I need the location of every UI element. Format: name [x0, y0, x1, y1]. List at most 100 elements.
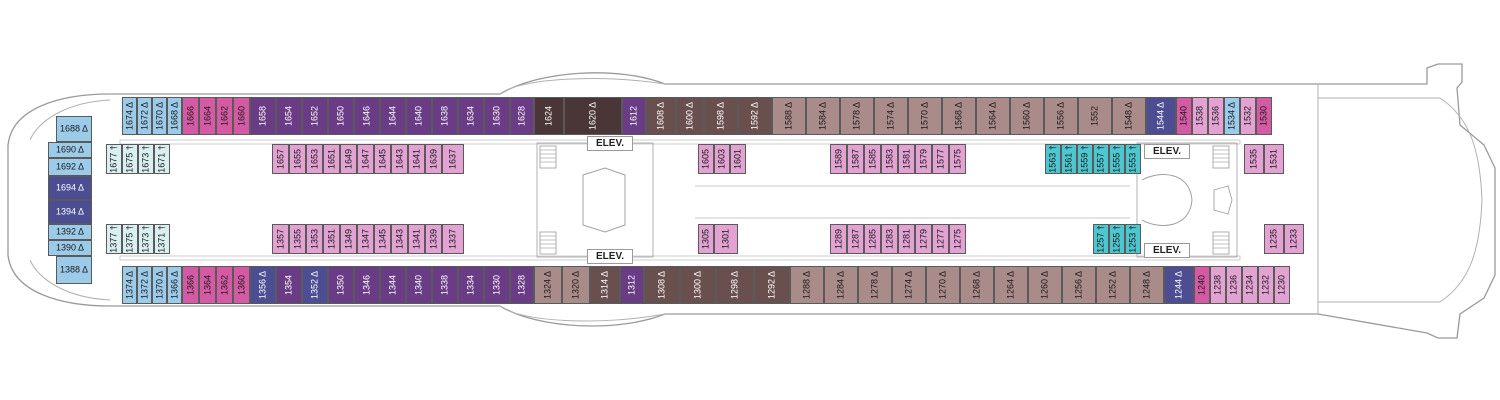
cabin[interactable]: 1305	[698, 224, 714, 254]
cabin[interactable]: 1394 Δ	[48, 200, 92, 224]
cabin[interactable]: 1639	[425, 144, 442, 174]
cabin[interactable]: 1677 †	[106, 144, 122, 174]
cabin[interactable]: 1279	[915, 224, 932, 254]
cabin[interactable]: 1534 Δ	[1224, 97, 1240, 135]
cabin[interactable]: 1674 Δ	[122, 97, 137, 135]
cabin[interactable]: 1666	[182, 97, 199, 135]
cabin[interactable]: 1605	[698, 144, 714, 174]
cabin[interactable]: 1235	[1264, 224, 1284, 254]
cabin[interactable]: 1640	[406, 97, 432, 135]
cabin[interactable]: 1637	[442, 144, 464, 174]
cabin[interactable]: 1670 Δ	[152, 97, 167, 135]
cabin[interactable]: 1649	[340, 144, 357, 174]
cabin[interactable]: 1292 Δ	[754, 266, 790, 304]
cabin[interactable]: 1601	[730, 144, 746, 174]
cabin[interactable]: 1612	[622, 97, 646, 135]
cabin[interactable]: 1578 Δ	[840, 97, 874, 135]
cabin[interactable]: 1531	[1264, 144, 1284, 174]
cabin[interactable]: 1598 Δ	[704, 97, 738, 135]
cabin[interactable]: 1530	[1256, 97, 1272, 135]
cabin[interactable]: 1647	[357, 144, 374, 174]
cabin[interactable]: 1330	[484, 266, 510, 304]
cabin[interactable]: 1652	[302, 97, 328, 135]
cabin[interactable]: 1351	[323, 224, 340, 254]
cabin[interactable]: 1651	[323, 144, 340, 174]
cabin[interactable]: 1630	[484, 97, 510, 135]
cabin[interactable]: 1589	[830, 144, 847, 174]
cabin[interactable]: 1692 Δ	[48, 158, 92, 176]
cabin[interactable]: 1256 Δ	[1062, 266, 1096, 304]
cabin[interactable]: 1353	[306, 224, 323, 254]
cabin[interactable]: 1233	[1284, 224, 1304, 254]
cabin[interactable]: 1308 Δ	[644, 266, 680, 304]
cabin[interactable]: 1343	[391, 224, 408, 254]
cabin[interactable]: 1650	[328, 97, 354, 135]
cabin[interactable]: 1283	[881, 224, 898, 254]
cabin[interactable]: 1300 Δ	[680, 266, 716, 304]
cabin[interactable]: 1564 Δ	[976, 97, 1010, 135]
cabin[interactable]: 1232	[1258, 266, 1274, 304]
cabin[interactable]: 1301	[714, 224, 738, 254]
cabin[interactable]: 1236	[1226, 266, 1242, 304]
cabin[interactable]: 1352 Δ	[302, 266, 328, 304]
cabin[interactable]: 1583	[881, 144, 898, 174]
cabin[interactable]: 1388 Δ	[56, 256, 92, 284]
cabin[interactable]: 1559 †	[1077, 144, 1093, 174]
cabin[interactable]: 1377 †	[106, 224, 122, 254]
cabin[interactable]: 1574 Δ	[874, 97, 908, 135]
cabin[interactable]: 1535	[1244, 144, 1264, 174]
cabin[interactable]: 1540	[1176, 97, 1192, 135]
cabin[interactable]: 1548 Δ	[1112, 97, 1146, 135]
cabin[interactable]: 1345	[374, 224, 391, 254]
cabin[interactable]: 1338	[432, 266, 458, 304]
cabin[interactable]: 1328	[510, 266, 534, 304]
cabin[interactable]: 1344	[380, 266, 406, 304]
cabin[interactable]: 1675 †	[122, 144, 138, 174]
cabin[interactable]: 1556 Δ	[1044, 97, 1078, 135]
cabin[interactable]: 1347	[357, 224, 374, 254]
cabin[interactable]: 1238	[1210, 266, 1226, 304]
cabin[interactable]: 1671 †	[154, 144, 170, 174]
cabin[interactable]: 1641	[408, 144, 425, 174]
cabin[interactable]: 1584 Δ	[806, 97, 840, 135]
cabin[interactable]: 1372 Δ	[137, 266, 152, 304]
cabin[interactable]: 1312	[620, 266, 644, 304]
cabin[interactable]: 1664	[199, 97, 216, 135]
cabin[interactable]: 1356 Δ	[250, 266, 276, 304]
cabin[interactable]: 1662	[216, 97, 233, 135]
cabin[interactable]: 1278 Δ	[858, 266, 892, 304]
cabin[interactable]: 1585	[864, 144, 881, 174]
cabin[interactable]: 1230	[1274, 266, 1290, 304]
cabin[interactable]: 1588 Δ	[772, 97, 806, 135]
cabin[interactable]: 1600 Δ	[676, 97, 704, 135]
cabin[interactable]: 1248 Δ	[1130, 266, 1164, 304]
cabin[interactable]: 1253 †	[1125, 224, 1141, 254]
cabin[interactable]: 1634	[458, 97, 484, 135]
cabin[interactable]: 1638	[432, 97, 458, 135]
cabin[interactable]: 1320 Δ	[562, 266, 590, 304]
cabin[interactable]: 1555 †	[1109, 144, 1125, 174]
cabin[interactable]: 1657	[272, 144, 289, 174]
cabin[interactable]: 1374 Δ	[122, 266, 137, 304]
cabin[interactable]: 1643	[391, 144, 408, 174]
cabin[interactable]: 1340	[406, 266, 432, 304]
cabin[interactable]: 1244 Δ	[1164, 266, 1194, 304]
cabin[interactable]: 1337	[442, 224, 464, 254]
cabin[interactable]: 1252 Δ	[1096, 266, 1130, 304]
cabin[interactable]: 1654	[276, 97, 302, 135]
cabin[interactable]: 1284 Δ	[824, 266, 858, 304]
cabin[interactable]: 1334	[458, 266, 484, 304]
cabin[interactable]: 1349	[340, 224, 357, 254]
cabin[interactable]: 1538	[1192, 97, 1208, 135]
cabin[interactable]: 1285	[864, 224, 881, 254]
cabin[interactable]: 1653	[306, 144, 323, 174]
cabin[interactable]: 1314 Δ	[590, 266, 620, 304]
cabin[interactable]: 1553 †	[1125, 144, 1141, 174]
cabin[interactable]: 1324 Δ	[534, 266, 562, 304]
cabin[interactable]: 1362	[216, 266, 233, 304]
cabin[interactable]: 1658	[250, 97, 276, 135]
cabin[interactable]: 1357	[272, 224, 289, 254]
cabin[interactable]: 1603	[714, 144, 730, 174]
cabin[interactable]: 1673 †	[138, 144, 154, 174]
cabin[interactable]: 1628	[510, 97, 534, 135]
